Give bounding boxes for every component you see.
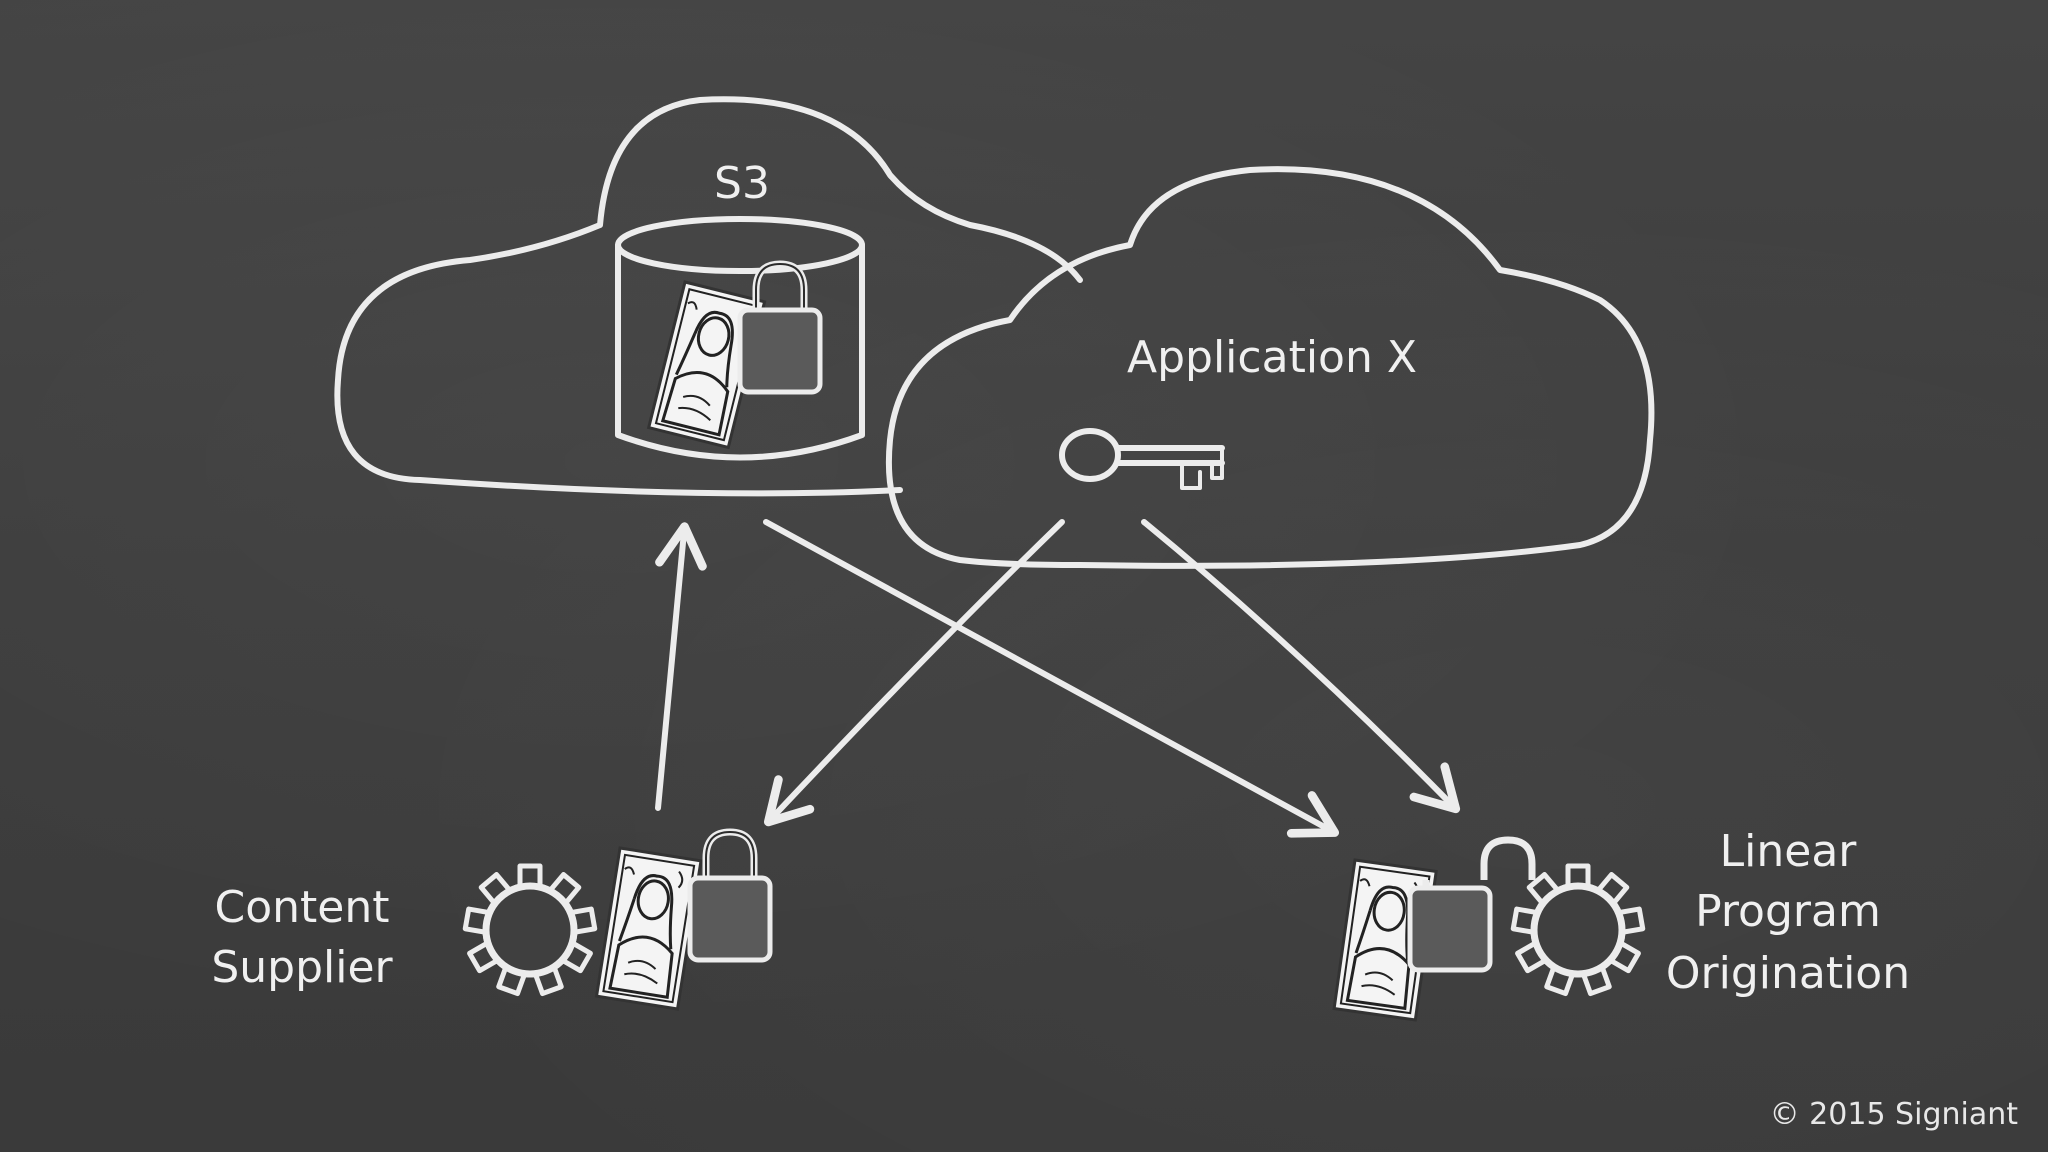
supplier-label-line1: Content [215, 882, 390, 933]
gear-icon [1513, 866, 1643, 994]
application-cloud-outline [885, 166, 1655, 569]
content-supplier-node [465, 832, 770, 1011]
gear-icon [465, 866, 595, 994]
origination-label-line2: Program [1695, 886, 1881, 937]
key-icon [1059, 428, 1225, 490]
application-label: Application X [1127, 332, 1417, 383]
s3-storage-icon [615, 216, 865, 461]
picture-file-icon [595, 846, 703, 1011]
s3-cloud-outline [334, 96, 1083, 497]
padlock-locked-icon [690, 832, 770, 960]
padlock-unlocked-icon [1410, 840, 1532, 970]
arrow-key-to-origination [1141, 519, 1461, 814]
origination-label-line3: Origination [1666, 948, 1910, 999]
supplier-label-line2: Supplier [211, 942, 393, 993]
s3-label: S3 [714, 158, 770, 209]
copyright-text: © 2015 Signiant [1770, 1097, 2019, 1132]
arrow-key-to-supplier [763, 519, 1065, 827]
arrow-s3-to-origination [763, 519, 1340, 838]
arrow-supplier-to-s3 [655, 522, 707, 811]
origination-node [1332, 840, 1643, 1022]
origination-label-line1: Linear [1720, 826, 1858, 877]
